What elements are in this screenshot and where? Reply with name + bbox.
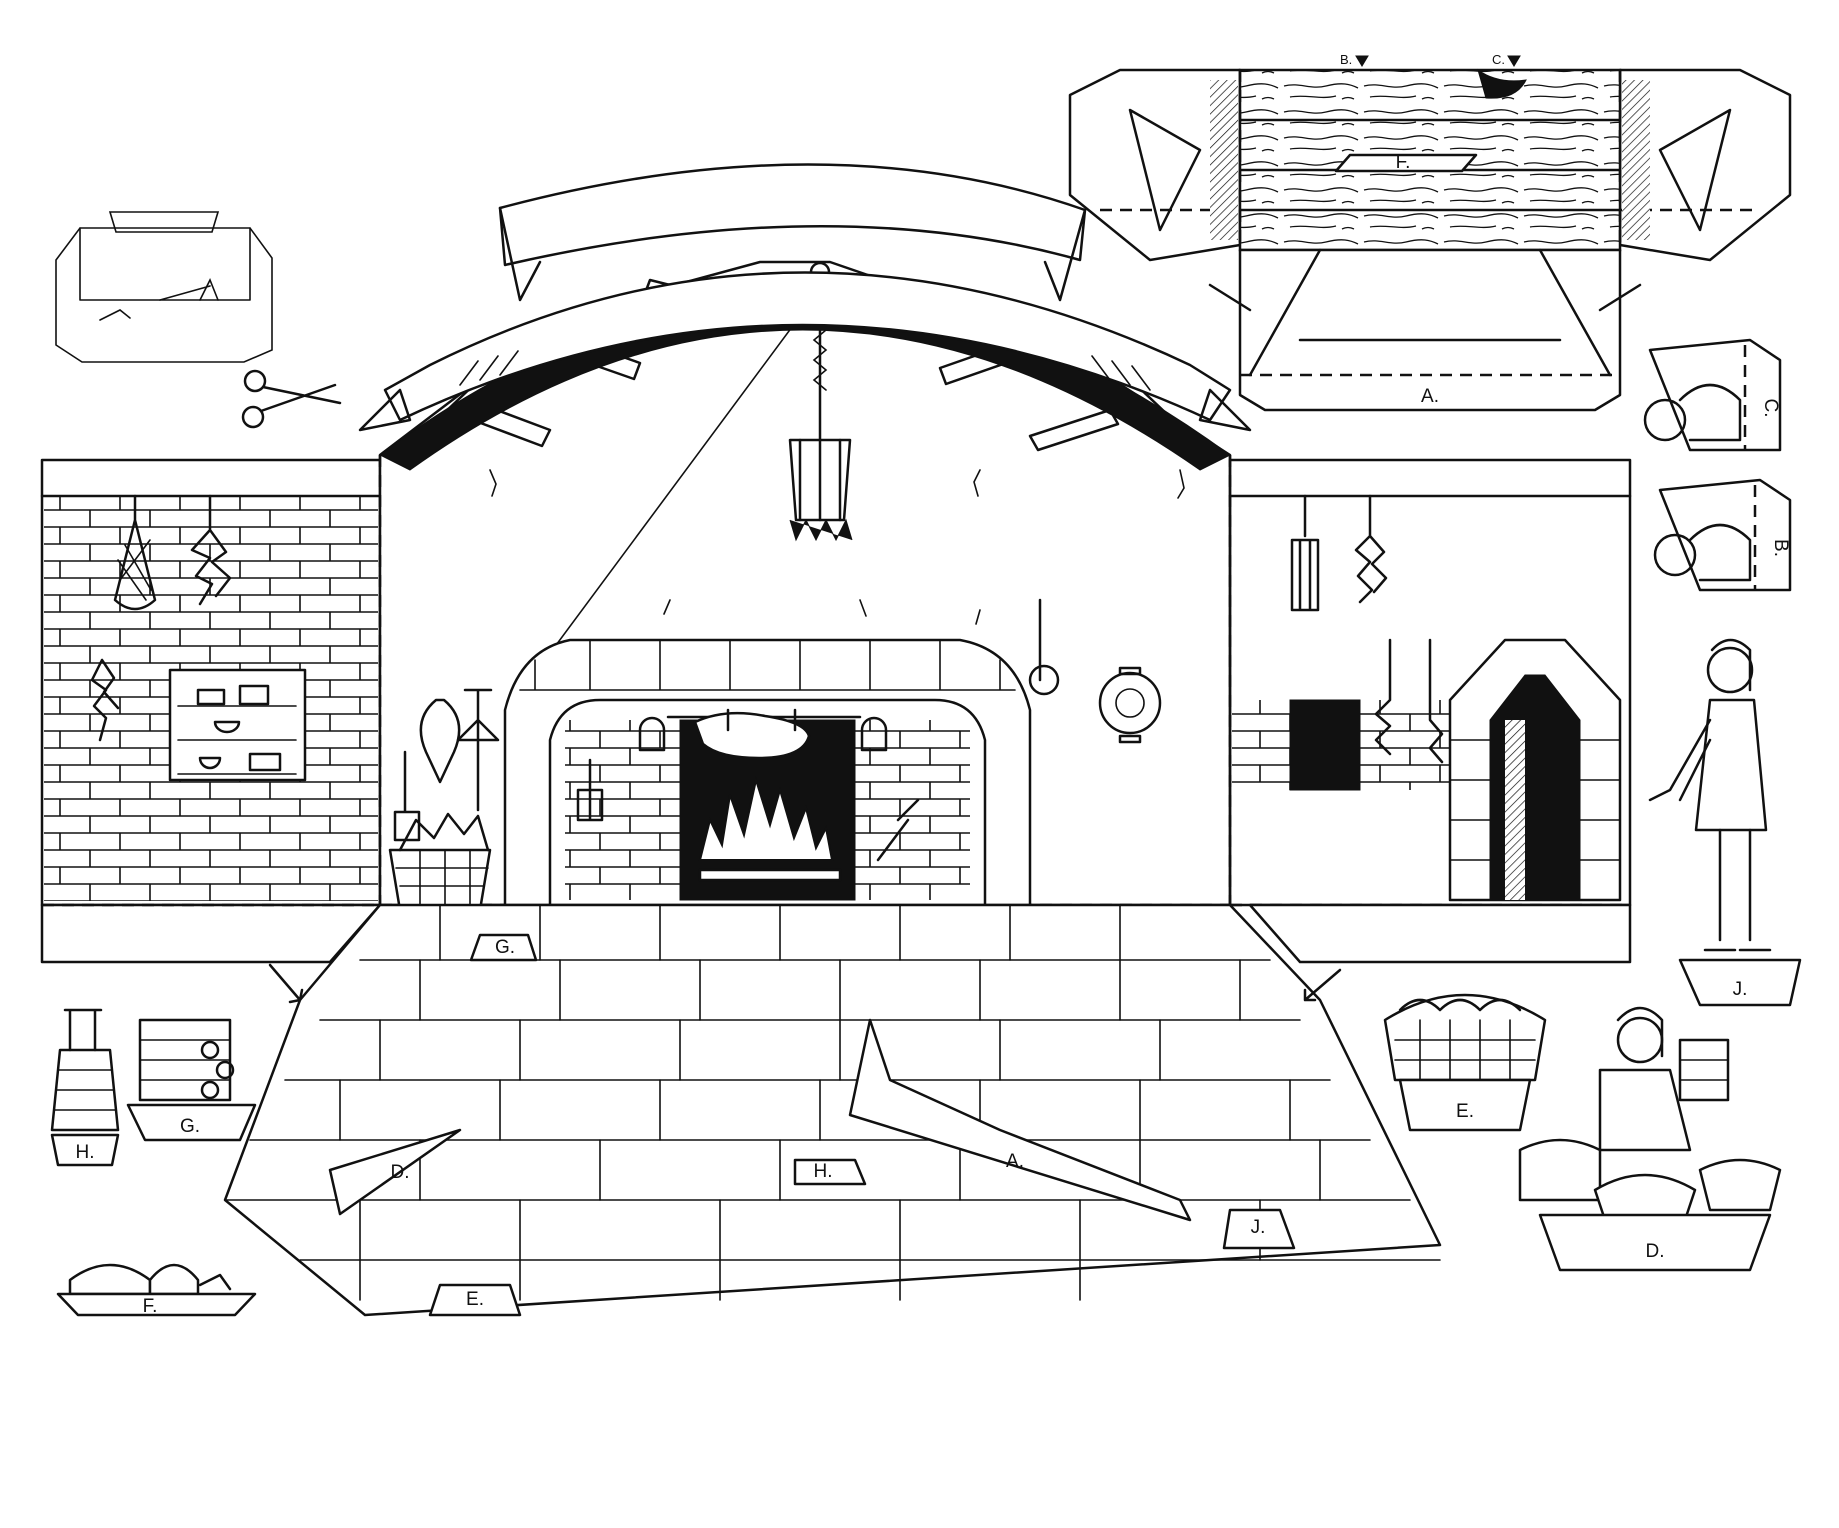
piece-d-worker-figure: D. (1518, 1006, 1782, 1272)
slot-a-label: A. (1006, 1151, 1024, 1172)
roof-b-label: B. (1340, 52, 1352, 67)
roof-piece: F. A. B. C. (1068, 52, 1792, 412)
piece-b-label: B. (1770, 539, 1791, 557)
piece-c-figure: C. (1643, 338, 1782, 452)
roof-a-label: A. (1421, 386, 1439, 407)
piece-d-label: D. (1646, 1241, 1665, 1262)
banner-arch (358, 163, 1252, 471)
right-wall-panel (1228, 458, 1632, 964)
slot-d-label: D. (391, 1162, 410, 1183)
piece-g-label: G. (180, 1116, 200, 1137)
floor-panel: G. D. H. A. J. E. (223, 903, 1442, 1317)
left-wall-panel (40, 458, 385, 964)
assembly-thumbnail (55, 211, 273, 363)
piece-e-basket: E. (1383, 993, 1547, 1132)
piece-g-logs: G. (126, 1018, 257, 1142)
slot-h-label: H. (814, 1161, 833, 1182)
piece-b-figure: B. (1653, 478, 1792, 592)
slot-g-label: G. (495, 937, 515, 958)
piece-f-pots: F. (56, 1263, 257, 1317)
piece-f-label: F. (143, 1296, 158, 1317)
scissors-icon (241, 369, 342, 429)
piece-j-cook-figure: J. (1648, 638, 1802, 1007)
slot-j-label: J. (1251, 1217, 1266, 1238)
piece-h-label: H. (76, 1142, 95, 1163)
piece-j-label: J. (1733, 979, 1748, 1000)
piece-e-label: E. (1456, 1101, 1474, 1122)
piece-c-label: C. (1760, 399, 1781, 418)
roof-f-label: F. (1396, 152, 1411, 173)
roof-c-label: C. (1492, 52, 1505, 67)
slot-e-label: E. (466, 1289, 484, 1310)
piece-h-barrel: H. (50, 1008, 120, 1167)
